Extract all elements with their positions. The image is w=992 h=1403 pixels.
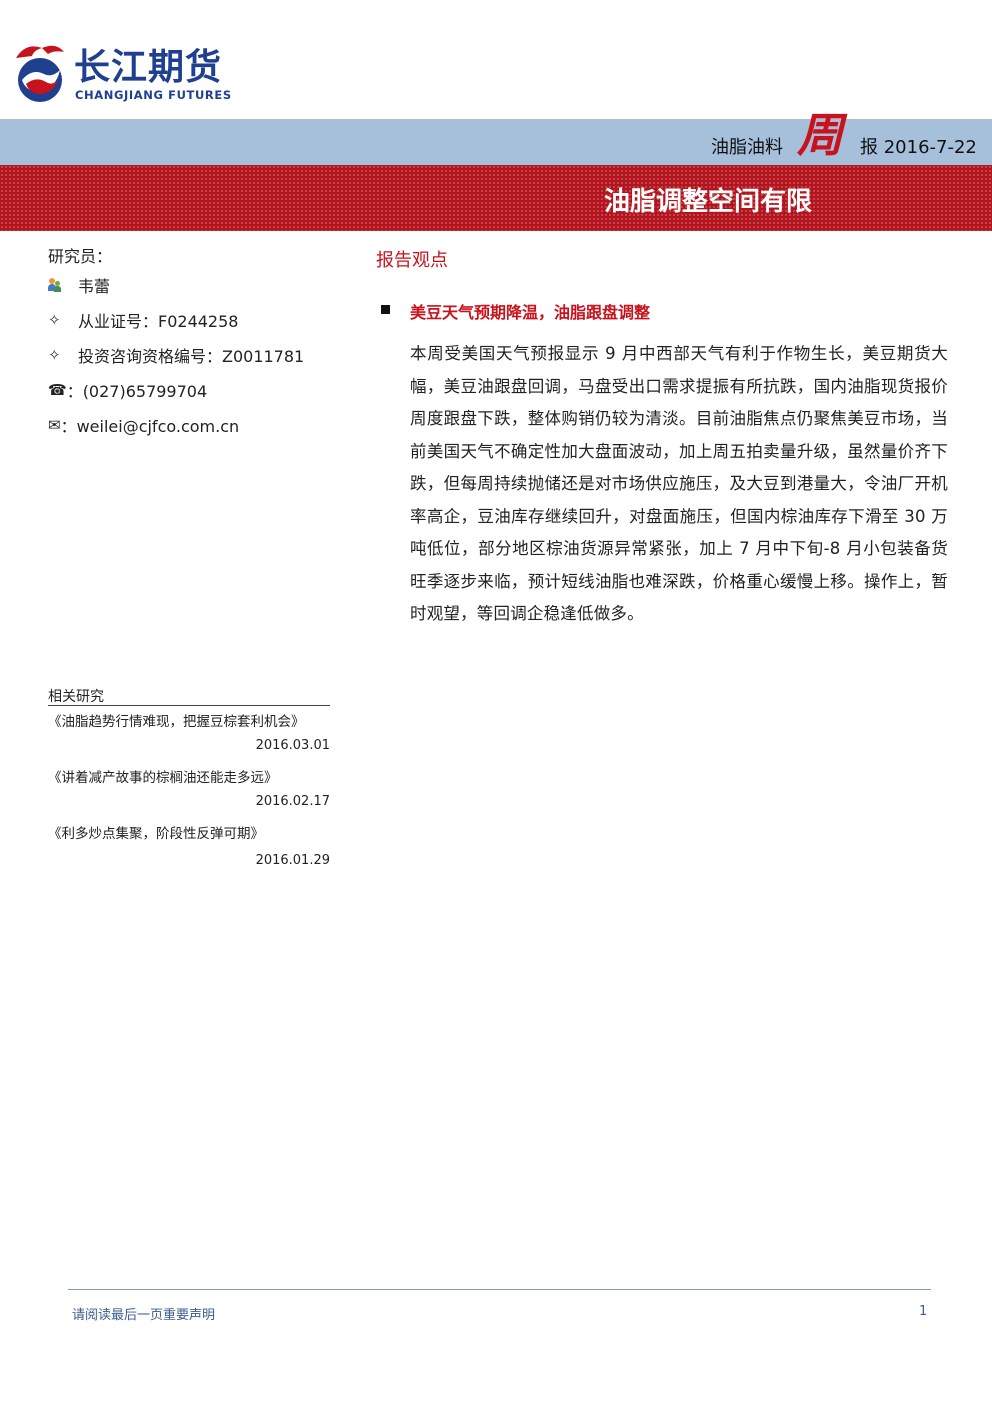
company-logo: 长江期货 CHANGJIANG FUTURES: [12, 40, 252, 106]
report-date: 报 2016-7-22: [860, 137, 977, 158]
related-item[interactable]: 《油脂趋势行情难现，把握豆棕套利机会》: [48, 714, 305, 730]
square-bullet-icon: [381, 305, 390, 314]
mail-icon: ✉: [48, 416, 61, 434]
analyst-name-row: 韦蕾: [48, 271, 110, 299]
consult-number: 投资咨询资格编号：Z0011781: [78, 347, 305, 366]
logo-emblem-icon: [16, 45, 64, 102]
related-item-date: 2016.02.17: [255, 794, 330, 809]
related-item[interactable]: 《讲着减产故事的棕榈油还能走多远》: [48, 770, 278, 786]
bullet-heading: 美豆天气预期降温，油脂跟盘调整: [410, 303, 651, 322]
footer-disclaimer: 请阅读最后一页重要声明: [72, 1308, 216, 1323]
phone-number: ：(027)65799704: [66, 382, 208, 401]
person-icon: [48, 278, 62, 292]
license-number: 从业证号：F0244258: [78, 312, 239, 331]
report-category: 油脂油料: [711, 137, 783, 158]
related-research-title: 相关研究: [48, 689, 104, 705]
email-address[interactable]: ：weilei@cjfco.com.cn: [60, 417, 240, 436]
title-band: 油脂调整空间有限: [0, 165, 992, 231]
consult-row: ✧ 投资咨询资格编号：Z0011781: [48, 341, 304, 369]
phone-row: ☎ ：(027)65799704: [48, 376, 207, 404]
related-item[interactable]: 《利多炒点集聚，阶段性反弹可期》: [48, 826, 264, 842]
analyst-name: 韦蕾: [78, 277, 111, 296]
analyst-label: 研究员：: [48, 247, 113, 266]
logo-english-name: CHANGJIANG FUTURES: [75, 88, 232, 102]
diamond-bullet-icon: ✧: [48, 311, 61, 329]
related-item-date: 2016.01.29: [255, 853, 330, 868]
section-title: 报告观点: [376, 250, 448, 271]
related-item-date: 2016.03.01: [255, 738, 330, 753]
license-row: ✧ 从业证号：F0244258: [48, 306, 238, 334]
report-title: 油脂调整空间有限: [603, 187, 812, 217]
logo-chinese-name: 长江期货: [74, 47, 223, 88]
related-divider: [48, 705, 330, 706]
report-body: 本周受美国天气预报显示 9 月中西部天气有利于作物生长，美豆期货大幅，美豆油跟盘…: [410, 344, 948, 623]
footer-divider: [68, 1289, 931, 1290]
page-number: 1: [919, 1304, 928, 1319]
diamond-bullet-icon: ✧: [48, 346, 61, 364]
email-row: ✉ ：weilei@cjfco.com.cn: [48, 411, 239, 439]
phone-icon: ☎: [48, 381, 67, 399]
report-type-band: 油脂油料 周 报 2016-7-22: [0, 108, 992, 165]
report-type-weekly: 周: [797, 108, 843, 162]
